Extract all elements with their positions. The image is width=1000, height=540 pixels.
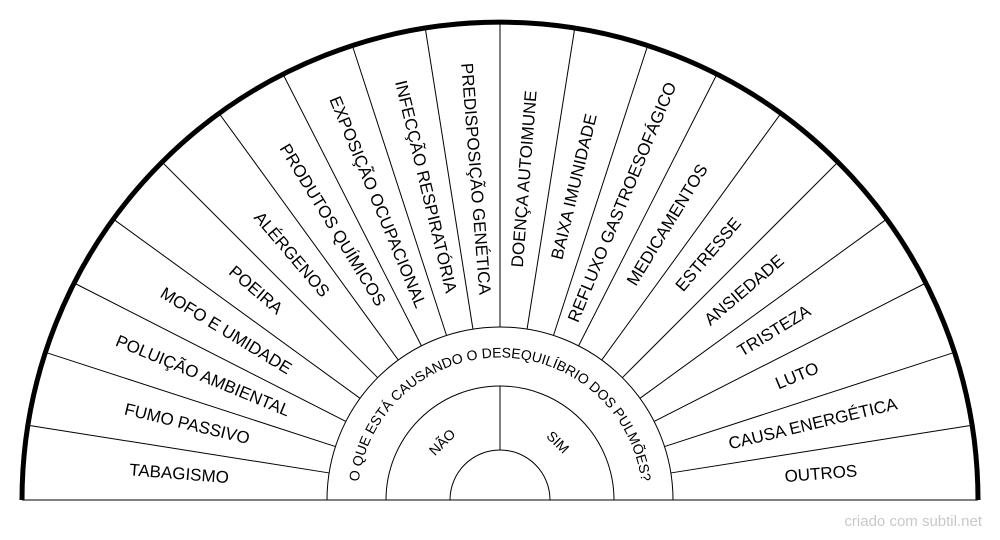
segment-divider	[112, 218, 361, 399]
segment-divider	[552, 45, 649, 336]
segment-divider	[601, 112, 782, 361]
segment-divider	[578, 73, 718, 347]
outer-arc	[19, 19, 981, 501]
inner-ring	[326, 326, 674, 501]
hub-circle	[449, 449, 551, 501]
segment-divider	[621, 161, 839, 379]
segment-divider	[664, 351, 955, 448]
segment-divider	[161, 161, 379, 379]
segment-divider	[424, 27, 474, 330]
segment-divider	[282, 73, 422, 347]
segment-divider	[218, 112, 399, 361]
segment-divider	[526, 27, 576, 330]
segment-divider	[73, 282, 347, 422]
footer-credit: criado com subtil.net	[844, 513, 982, 530]
segment-divider	[27, 424, 330, 474]
segment-divider	[351, 45, 448, 336]
segment-divider	[639, 218, 888, 399]
segment-divider	[653, 282, 927, 422]
segment-divider	[670, 424, 973, 474]
segment-divider	[45, 351, 336, 448]
